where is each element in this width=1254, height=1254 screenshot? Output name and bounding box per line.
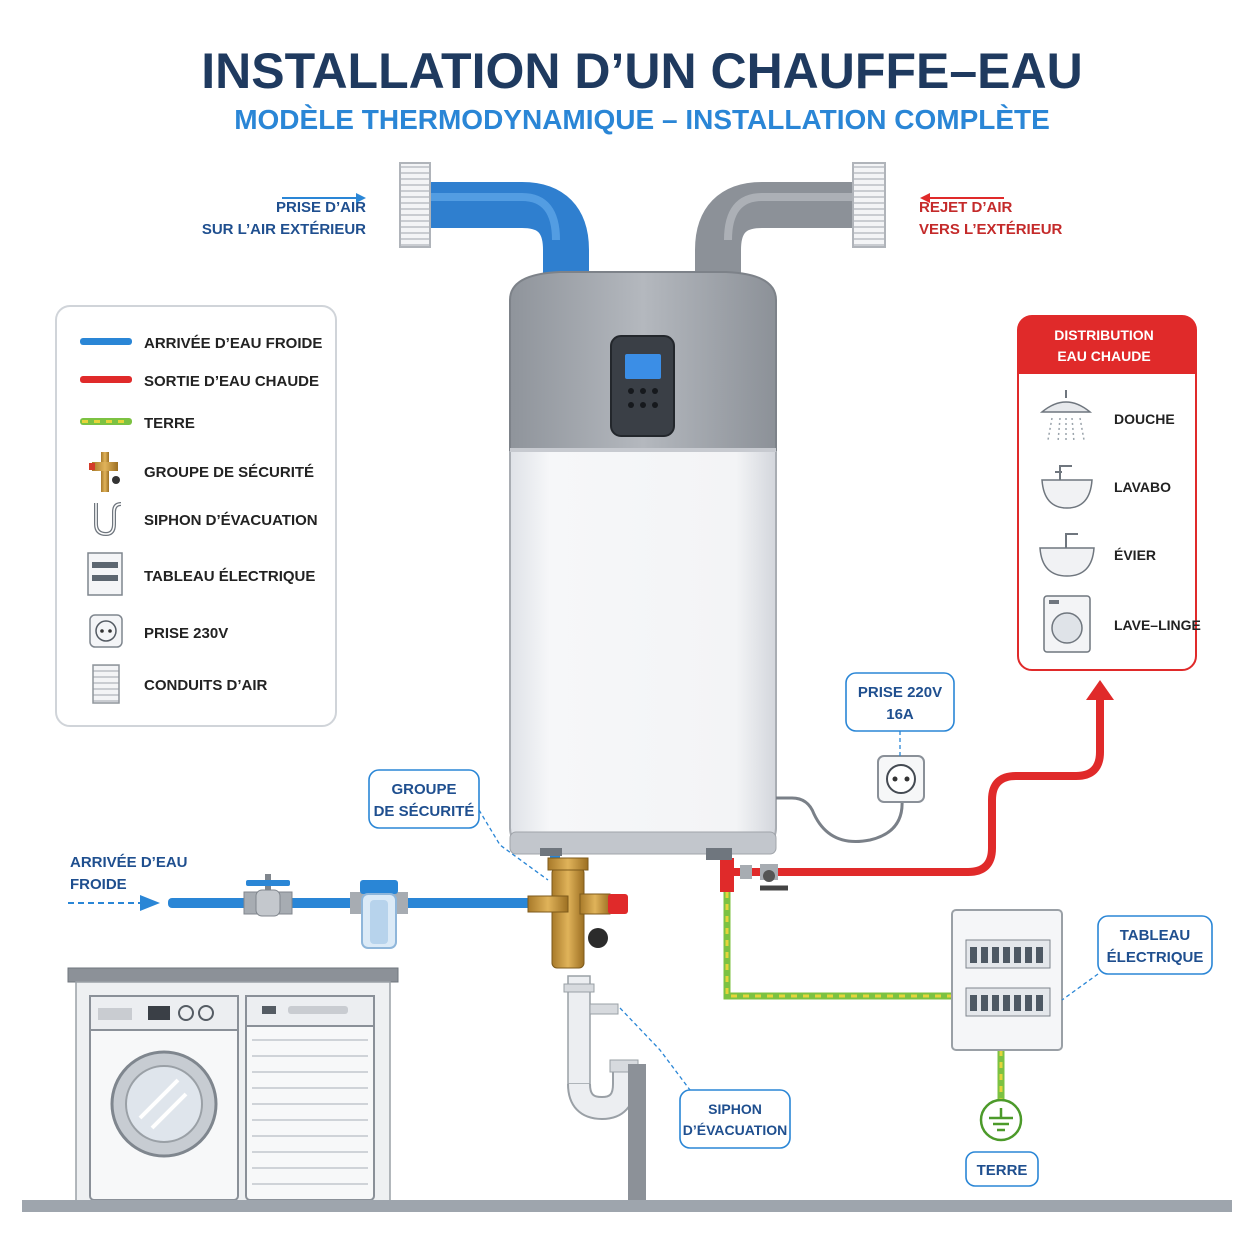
air-vent-icon (399, 162, 431, 248)
air-vent-icon (852, 162, 886, 248)
legend-item-label: GROUPE DE SÉCURITÉ (144, 464, 314, 481)
earth-callout (965, 1151, 1039, 1187)
page-title: INSTALLATION D’UN CHAUFFE–EAU (201, 43, 1082, 99)
washbasin-icon (1041, 465, 1093, 509)
socket-callout (845, 672, 955, 756)
legend-red-line-icon (80, 376, 132, 383)
safety-group-callout-text: DE SÉCURITÉ (374, 803, 475, 820)
distribution-item-label: DOUCHE (1114, 411, 1175, 427)
drain-siphon (563, 975, 646, 1200)
siphon-callout (619, 1007, 791, 1149)
air-intake-label: PRISE D’AIR (276, 199, 366, 216)
hot-water-pipe (706, 680, 1114, 892)
safety-group-callout (368, 769, 549, 881)
legend-green-yellow-line-icon (80, 418, 132, 425)
safety-group[interactable] (527, 857, 628, 969)
earth-symbol-icon (979, 1098, 1023, 1142)
earth-callout-text: TERRE (977, 1162, 1028, 1179)
shower-icon (1039, 390, 1093, 443)
cold-water-label: ARRIVÉE D’EAU (70, 854, 188, 871)
legend-item-label: PRISE 230V (144, 625, 228, 642)
arrow-icon (920, 193, 930, 203)
arrow-icon (356, 193, 366, 203)
cold-water-callout (68, 895, 160, 911)
panel-callout (1061, 915, 1213, 1001)
legend-item-label: TABLEAU ÉLECTRIQUE (144, 568, 315, 585)
washing-machine[interactable] (89, 995, 239, 1201)
earth-cable (723, 892, 1005, 1102)
safety-group-callout-text: GROUPE (391, 781, 456, 798)
distribution-item-label: LAVABO (1114, 479, 1171, 495)
air-intake-label: SUR L’AIR EXTÉRIEUR (202, 221, 366, 238)
siphon-callout-text: SIPHON (708, 1101, 762, 1117)
wall-socket-icon[interactable] (877, 755, 925, 803)
legend (55, 305, 337, 727)
legend-item-label: SORTIE D’EAU CHAUDE (144, 373, 319, 390)
socket-callout-text: 16A (886, 706, 914, 723)
shutoff-valve-icon[interactable] (243, 874, 293, 917)
air-duct-intake (430, 182, 589, 282)
safety-group-icon (89, 452, 120, 492)
sink-icon (1039, 533, 1095, 577)
siphon-callout-text: D’ÉVACUATION (683, 1122, 787, 1138)
water-filter-icon[interactable] (350, 880, 408, 949)
panel-callout-text: ÉLECTRIQUE (1107, 949, 1204, 966)
legend-item-label: TERRE (144, 415, 195, 432)
electrical-panel-icon (87, 552, 123, 596)
air-vent-icon (92, 664, 120, 704)
legend-item-label: SIPHON D’ÉVACUATION (144, 512, 318, 529)
cold-water-label: FROIDE (70, 876, 127, 893)
legend-item-label: ARRIVÉE D’EAU FROIDE (144, 335, 322, 352)
socket-callout-text: PRISE 220V (858, 684, 942, 701)
water-heater (509, 271, 777, 855)
power-cable (776, 796, 904, 843)
control-panel[interactable] (610, 335, 675, 437)
legend-blue-line-icon (80, 338, 132, 345)
legend-item-label: CONDUITS D’AIR (144, 677, 268, 694)
dishwasher[interactable] (245, 995, 375, 1201)
page-subtitle: MODÈLE THERMODYNAMIQUE – INSTALLATION CO… (234, 104, 1050, 135)
air-exhaust-label: VERS L’EXTÉRIEUR (919, 221, 1063, 238)
distribution-title: EAU CHAUDE (1057, 348, 1150, 364)
siphon-icon (94, 502, 122, 537)
panel-callout-text: TABLEAU (1120, 927, 1191, 944)
washing-machine-icon (1043, 595, 1091, 653)
air-exhaust-label: REJET D’AIR (919, 199, 1013, 216)
air-duct-exhaust (695, 182, 856, 282)
floor (22, 1200, 1232, 1212)
distribution-item-label: ÉVIER (1114, 547, 1156, 563)
socket-icon (89, 614, 123, 648)
distribution-title: DISTRIBUTION (1054, 327, 1154, 343)
electrical-panel[interactable] (951, 909, 1063, 1051)
distribution-item-label: LAVE–LINGE (1114, 617, 1201, 633)
